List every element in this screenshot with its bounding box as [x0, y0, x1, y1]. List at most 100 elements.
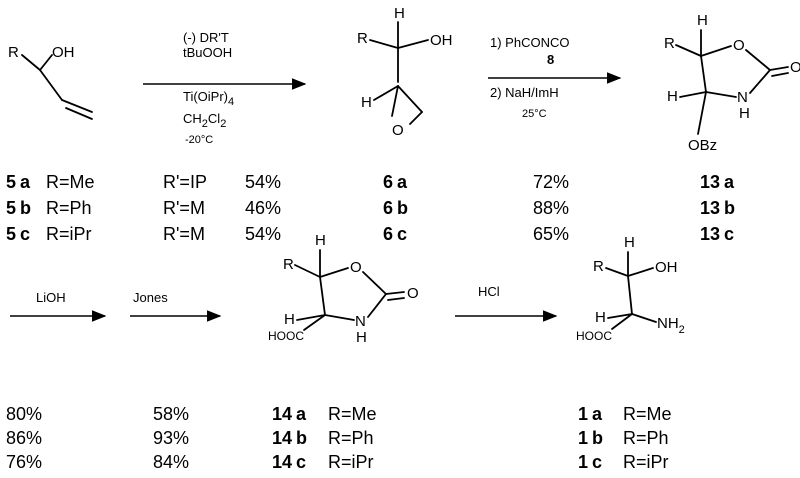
substituent-rprime: R'=M — [163, 198, 205, 218]
step4-conditions: Jones — [130, 290, 222, 322]
atom-o: O — [733, 37, 745, 54]
bond — [397, 85, 423, 113]
atom-oh: OH — [430, 32, 453, 49]
structure-amino-acid: R H OH H NH2 HOOC — [576, 234, 685, 343]
atom-h: H — [284, 311, 295, 328]
bond — [21, 54, 41, 71]
bond — [397, 39, 429, 49]
bond — [611, 313, 633, 330]
bond — [745, 49, 771, 71]
yield-step1: 54% — [245, 224, 281, 244]
bond-double — [61, 99, 93, 113]
atom-oh: OH — [655, 259, 678, 276]
substituent-rprime: R'=M — [163, 224, 205, 244]
bond — [749, 69, 771, 94]
atom-h: H — [361, 94, 372, 111]
atom-n: N — [737, 89, 748, 106]
reagent-tbuooh: tBuOOH — [183, 45, 232, 60]
atom-h: H — [667, 88, 678, 105]
substituent-r: R=Me — [623, 404, 672, 424]
bond — [631, 313, 657, 323]
bond — [705, 91, 737, 98]
yield-step3: 86% — [6, 428, 42, 448]
atom-h: H — [356, 329, 367, 346]
bond — [367, 293, 387, 318]
bond — [324, 314, 355, 321]
yield-step4: 84% — [153, 452, 189, 472]
temperature: 25°C — [522, 108, 547, 120]
group-cooh: HOOC — [576, 329, 612, 343]
bond — [39, 54, 53, 71]
structure-allyl-alcohol: R OH — [8, 44, 93, 120]
bond — [303, 314, 326, 331]
substituent-r: R=iPr — [46, 224, 92, 244]
substituent-r: R=Me — [46, 172, 95, 192]
yield-step1: 54% — [245, 172, 281, 192]
substituent-r: R=Me — [328, 404, 377, 424]
atom-o: O — [350, 259, 362, 276]
bond-double — [387, 297, 405, 301]
yield-step1: 46% — [245, 198, 281, 218]
bond-double — [769, 66, 789, 71]
structure-oxazolidinone-acid: R H O O N H H HOOC — [268, 232, 419, 346]
reagent-hcl: HCl — [478, 284, 500, 299]
structure-oxazolidinone: R H O O N H H OBz — [664, 12, 800, 154]
bond-double — [65, 107, 93, 120]
group-nh2: NH2 — [657, 315, 685, 336]
bond — [697, 91, 707, 135]
atom-h: H — [315, 232, 326, 249]
bond — [627, 275, 633, 315]
bond — [391, 85, 399, 117]
yield-step4: 93% — [153, 428, 189, 448]
reagent-lioh: LiOH — [36, 290, 66, 305]
reagent-number: 8 — [547, 52, 554, 67]
atom-oh: OH — [52, 44, 75, 61]
bond-double — [385, 291, 405, 295]
step1-conditions: (-) DR'T tBuOOH Ti(OiPr)4 CH2Cl2 -20°C — [143, 30, 307, 146]
substituent-r: R=Ph — [623, 428, 669, 448]
group-obz: OBz — [688, 137, 717, 154]
atom-h: H — [624, 234, 635, 251]
atom-h: H — [595, 309, 606, 326]
yield-step3: 80% — [6, 404, 42, 424]
yield-step3: 76% — [6, 452, 42, 472]
atom-o: O — [392, 122, 404, 139]
reagent-nah: 2) NaH/ImH — [490, 85, 559, 100]
atom-r: R — [664, 35, 675, 52]
substituent-r: R=Ph — [328, 428, 374, 448]
bond — [362, 271, 387, 295]
bond — [675, 44, 702, 57]
group-cooh: HOOC — [268, 329, 304, 343]
yield-step4: 58% — [153, 404, 189, 424]
bond — [700, 45, 732, 57]
atom-r: R — [593, 258, 604, 275]
step3-conditions: LiOH — [10, 290, 107, 322]
atom-o-carbonyl: O — [407, 285, 419, 302]
substituent-r: R=Ph — [46, 198, 92, 218]
bond — [296, 314, 326, 321]
substituent-rprime: R'=IP — [163, 172, 207, 192]
reagent-ti: Ti(OiPr)4 — [183, 89, 234, 108]
atom-r: R — [357, 30, 368, 47]
atom-h: H — [697, 12, 708, 29]
bond — [369, 39, 399, 49]
yield-step2: 65% — [533, 224, 569, 244]
atom-n: N — [355, 313, 366, 330]
bond-double — [771, 72, 789, 77]
bond — [39, 69, 63, 101]
step2-conditions: 1) PhCONCO 8 2) NaH/ImH 25°C — [488, 35, 622, 120]
